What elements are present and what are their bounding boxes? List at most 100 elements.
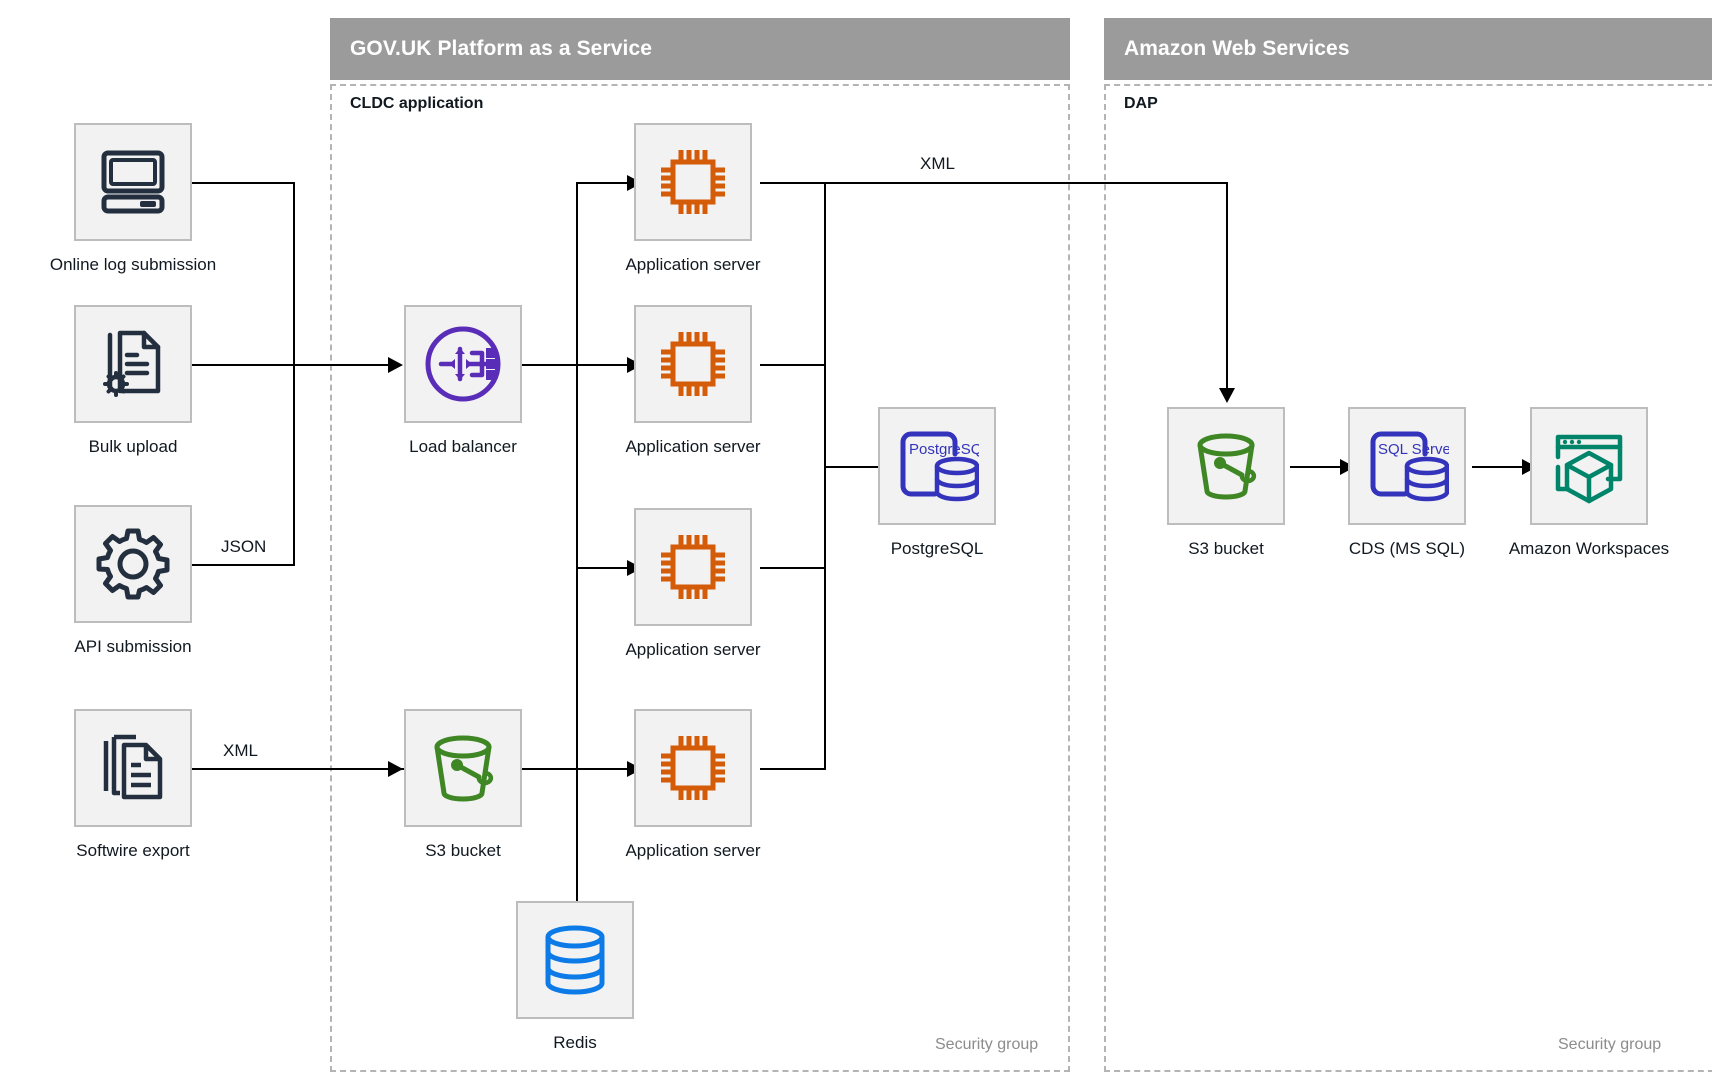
- edge-online-to-bus: [192, 182, 295, 184]
- node-icon-box: [1530, 407, 1648, 525]
- node-icon-box: [1167, 407, 1285, 525]
- node-icon-box: [74, 505, 192, 623]
- edge-fanbus-vertical: [576, 182, 578, 770]
- node-cds-ms-sql[interactable]: SQL Server CDS (MS SQL): [1348, 407, 1466, 558]
- sql-server-database-icon: SQL Server: [1365, 426, 1449, 506]
- node-label: Softwire export: [76, 841, 190, 860]
- group-title-aws: Amazon Web Services: [1124, 37, 1350, 60]
- edge-softwire-to-s3: [192, 768, 404, 770]
- node-label: Application server: [625, 640, 761, 659]
- node-label: S3 bucket: [1188, 539, 1264, 558]
- cpu-chip-icon: [656, 327, 730, 401]
- node-icon-box: [634, 305, 752, 423]
- node-application-server-4[interactable]: Application server: [625, 709, 761, 860]
- edge-bus-vert-bottom: [293, 364, 295, 566]
- amazon-workspaces-icon: [1549, 427, 1629, 505]
- postgresql-badge-text: PostgreSQL: [909, 441, 979, 458]
- aws-security-group-box: [1104, 84, 1712, 1072]
- postgresql-database-icon: PostgreSQL: [895, 426, 979, 506]
- node-label: Online log submission: [49, 255, 217, 274]
- edge-fanbus-to-app1: [576, 182, 634, 184]
- node-icon-box: [74, 709, 192, 827]
- node-icon-box: [404, 305, 522, 423]
- edge-label-xml-app: XML: [915, 154, 960, 174]
- cpu-chip-icon: [656, 530, 730, 604]
- node-icon-box: [634, 508, 752, 626]
- edge-app4-to-collector: [760, 768, 826, 770]
- node-online-log-submission[interactable]: Online log submission: [50, 123, 216, 274]
- node-icon-box: [74, 123, 192, 241]
- node-label: Bulk upload: [88, 437, 178, 456]
- edge-s3aws-to-cds: [1290, 466, 1348, 468]
- edge-label-xml-softwire: XML: [218, 741, 263, 761]
- node-application-server-2[interactable]: Application server: [625, 305, 761, 456]
- node-icon-box: [74, 305, 192, 423]
- aws-sub-label: DAP: [1124, 95, 1158, 112]
- edge-xml-down-to-aws-s3: [1226, 182, 1228, 392]
- node-label: Amazon Workspaces: [1508, 539, 1670, 558]
- node-label: PostgreSQL: [890, 539, 984, 558]
- edge-bulk-to-bus: [192, 364, 295, 366]
- paas-security-group-box: [330, 84, 1070, 1072]
- arrowhead-to-loadbalancer: [388, 357, 403, 373]
- edge-label-json: JSON: [216, 537, 272, 557]
- node-redis[interactable]: Redis: [516, 901, 634, 1052]
- arrowhead-to-s3-aws: [1219, 388, 1235, 403]
- edge-bus-to-loadbalancer: [293, 364, 390, 366]
- edge-redis-to-appbus: [576, 770, 578, 902]
- node-postgresql[interactable]: PostgreSQL PostgreSQL: [878, 407, 996, 558]
- edge-cds-to-workspaces: [1472, 466, 1530, 468]
- node-label: Application server: [625, 437, 761, 456]
- node-icon-box: [634, 123, 752, 241]
- cpu-chip-icon: [656, 731, 730, 805]
- node-load-balancer[interactable]: Load balancer: [404, 305, 522, 456]
- node-icon-box: [634, 709, 752, 827]
- edge-fanbus-to-app2: [576, 364, 634, 366]
- edge-collector-to-postgres: [824, 466, 886, 468]
- cpu-chip-icon: [656, 145, 730, 219]
- node-s3-bucket-paas[interactable]: S3 bucket: [404, 709, 522, 860]
- edge-fanbus-to-app3: [576, 567, 634, 569]
- edge-api-to-bus: [192, 564, 295, 566]
- gear-icon: [95, 526, 171, 602]
- node-icon-box: SQL Server: [1348, 407, 1466, 525]
- node-icon-box: [516, 901, 634, 1019]
- node-amazon-workspaces[interactable]: Amazon Workspaces: [1509, 407, 1669, 558]
- edge-fanbus-to-app4: [576, 768, 634, 770]
- aws-security-group-label: Security group: [1558, 1036, 1662, 1053]
- paas-sub-label: CLDC application: [350, 95, 484, 112]
- node-bulk-upload[interactable]: Bulk upload: [74, 305, 192, 456]
- arrowhead-to-s3-paas: [388, 761, 403, 777]
- node-label: Application server: [625, 255, 761, 274]
- node-label: Application server: [625, 841, 761, 860]
- desktop-computer-icon: [96, 145, 170, 219]
- load-balancer-icon: [422, 323, 504, 405]
- edge-s3-to-app4: [520, 768, 580, 770]
- edge-lb-to-fanbus: [522, 364, 578, 366]
- edge-app1-xml-to-aws: [760, 182, 1228, 184]
- edge-app2-to-collector: [760, 364, 826, 366]
- node-application-server-1[interactable]: Application server: [625, 123, 761, 274]
- node-s3-bucket-dap[interactable]: S3 bucket: [1167, 407, 1285, 558]
- node-api-submission[interactable]: API submission: [74, 505, 192, 656]
- group-header-paas: GOV.UK Platform as a Service: [330, 18, 1070, 80]
- node-label: CDS (MS SQL): [1348, 539, 1466, 558]
- redis-database-icon: [542, 924, 608, 996]
- node-label: API submission: [74, 637, 192, 656]
- edge-bus-vert-top: [293, 182, 295, 365]
- node-icon-box: [404, 709, 522, 827]
- s3-bucket-icon: [1187, 427, 1265, 505]
- s3-bucket-icon: [424, 729, 502, 807]
- document-gear-icon: [96, 327, 170, 401]
- node-softwire-export[interactable]: Softwire export: [74, 709, 192, 860]
- node-application-server-3[interactable]: Application server: [625, 508, 761, 659]
- node-label: Redis: [553, 1033, 597, 1052]
- node-label: Load balancer: [409, 437, 517, 456]
- group-title-paas: GOV.UK Platform as a Service: [350, 37, 652, 60]
- node-icon-box: PostgreSQL: [878, 407, 996, 525]
- group-header-aws: Amazon Web Services: [1104, 18, 1712, 80]
- edge-app3-to-collector: [760, 567, 826, 569]
- sql-server-badge-text: SQL Server: [1378, 441, 1449, 458]
- node-label: S3 bucket: [425, 841, 501, 860]
